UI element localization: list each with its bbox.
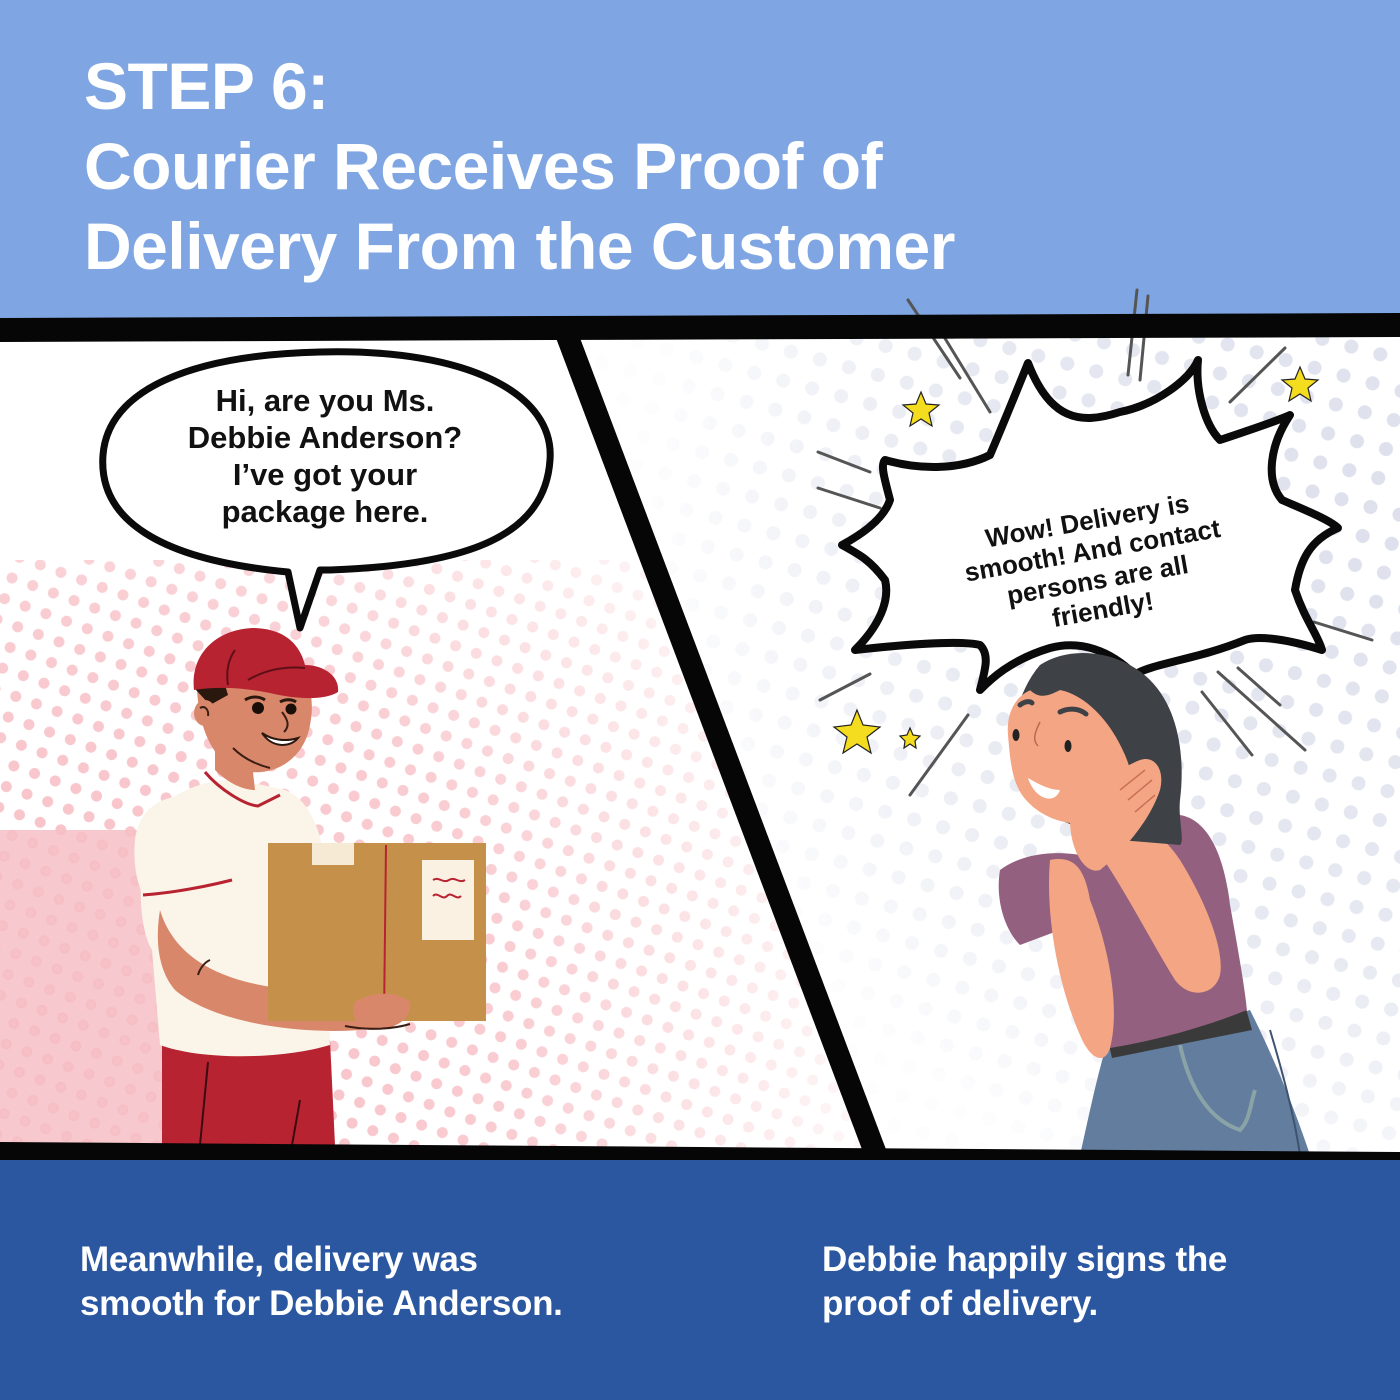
header-banner: STEP 6: Courier Receives Proof of Delive… <box>0 0 1400 330</box>
footer-banner <box>0 1160 1400 1400</box>
courier-illustration <box>134 628 486 1146</box>
star-icon <box>901 390 941 428</box>
caption-right: Debbie happily signs the proof of delive… <box>822 1238 1227 1326</box>
sparkle-stars <box>832 365 1320 755</box>
caption-left: Meanwhile, delivery was smooth for Debbi… <box>80 1238 563 1326</box>
caption-line: Debbie happily signs the <box>822 1240 1228 1279</box>
title-line-1: Courier Receives Proof of <box>84 129 883 203</box>
title-line-step: STEP 6: <box>84 49 329 123</box>
speech-bubble-text: Hi, are you Ms. Debbie Anderson? I’ve go… <box>140 382 510 530</box>
woman-illustration <box>998 653 1310 1156</box>
star-icon <box>898 726 922 750</box>
caption-line: proof of delivery. <box>822 1284 1098 1323</box>
speech-line: Hi, are you Ms. <box>215 383 435 418</box>
caption-line: smooth for Debbie Anderson. <box>80 1284 563 1323</box>
speech-line: package here. <box>221 494 429 529</box>
star-icon <box>832 708 882 755</box>
title-line-2: Delivery From the Customer <box>84 209 955 283</box>
speech-bubble <box>99 348 554 632</box>
speech-line: I’ve got your <box>232 457 418 492</box>
star-icon <box>1280 365 1320 403</box>
speech-line: Debbie Anderson? <box>187 420 463 455</box>
caption-line: Meanwhile, delivery was <box>80 1240 478 1279</box>
burst-bubble <box>838 356 1342 694</box>
page-title: STEP 6: Courier Receives Proof of Delive… <box>84 46 955 286</box>
